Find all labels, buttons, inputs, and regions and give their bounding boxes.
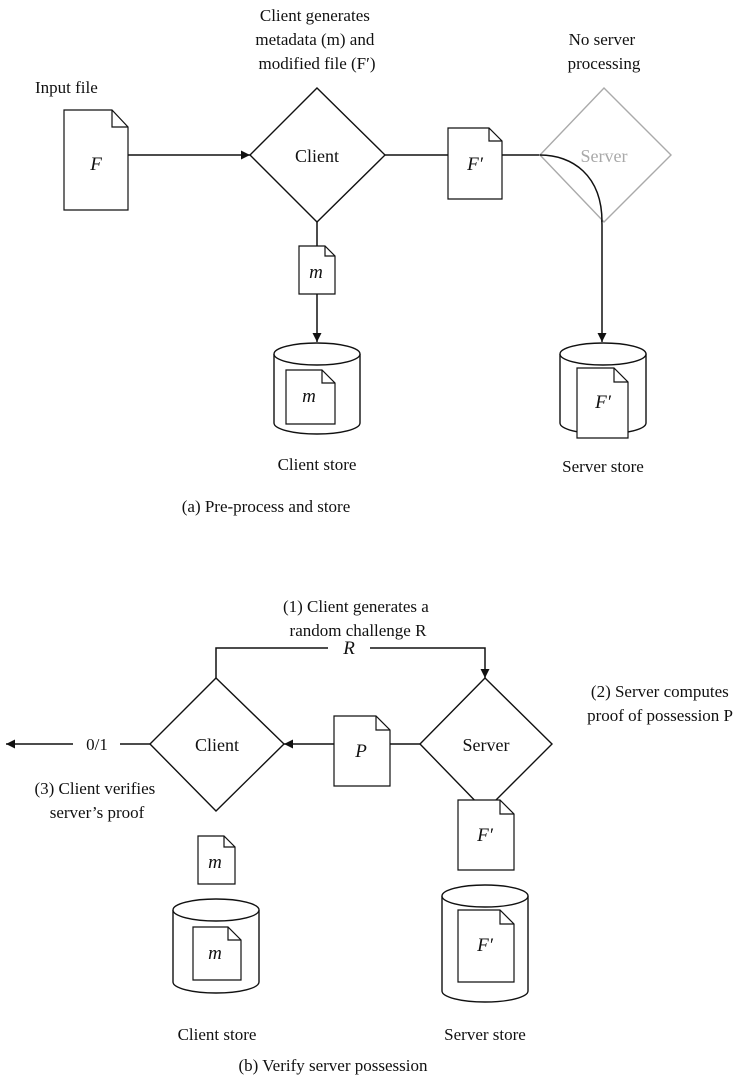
part-b-connectors [6, 647, 490, 749]
step1-note: (1) Client generates a random challenge … [283, 597, 433, 640]
server-node-b-label: Server [463, 735, 510, 755]
step3-note: (3) Client verifies server’s proof [34, 779, 159, 822]
no-server-processing-note: No server processing [568, 30, 641, 73]
client-store-a-cylinder-icon: m [273, 342, 361, 435]
proof-file-icon: P [333, 715, 391, 787]
caption-b: (b) Verify server possession [238, 1056, 428, 1075]
proof-symbol: P [354, 741, 367, 762]
client-store-b-label: Client store [178, 1025, 257, 1044]
client-store-b-content: m [208, 943, 222, 964]
client-store-b-cylinder-icon: m [172, 898, 260, 994]
part-a-connectors [128, 150, 607, 342]
server-node-a: Server [539, 86, 672, 224]
step2-note: (2) Server computes proof of possession … [587, 682, 733, 725]
server-file-b-icon: F′ [457, 799, 515, 871]
part-b: (1) Client generates a random challenge … [6, 597, 733, 1075]
client-store-a-label: Client store [278, 455, 357, 474]
modified-file-icon: F′ [447, 127, 503, 200]
client-node-a: Client [249, 87, 386, 223]
server-store-b-label: Server store [444, 1025, 526, 1044]
client-node-b: Client [149, 677, 286, 812]
metadata-b-file-icon: m [197, 835, 236, 885]
client-node-b-label: Client [195, 735, 239, 755]
metadata-b-symbol: m [208, 852, 222, 873]
metadata-file-icon: m [298, 245, 336, 295]
metadata-symbol: m [309, 262, 323, 283]
server-store-b-cylinder-icon: F′ [441, 884, 529, 1003]
server-store-b-content: F′ [476, 935, 494, 956]
result-label: 0/1 [86, 735, 108, 754]
client-generates-note: Client generates metadata (m) and modifi… [255, 6, 378, 73]
server-store-a-content: F′ [594, 392, 612, 413]
caption-a: (a) Pre-process and store [182, 497, 351, 516]
server-file-b-symbol: F′ [476, 825, 494, 846]
server-store-a-label: Server store [562, 457, 644, 476]
server-node-a-label: Server [581, 146, 628, 166]
arrow-challenge-to-server [370, 647, 490, 678]
part-a: Client generates metadata (m) and modifi… [35, 6, 672, 516]
input-file-symbol: F [89, 154, 102, 175]
server-store-a-cylinder-icon: F′ [559, 342, 647, 439]
client-store-a-content: m [302, 386, 316, 407]
client-node-a-label: Client [295, 146, 339, 166]
challenge-symbol: R [342, 638, 355, 659]
server-node-b: Server [419, 677, 553, 812]
line-client-up [215, 647, 328, 678]
input-file-icon: F [63, 109, 129, 211]
input-file-label: Input file [35, 78, 98, 97]
modified-file-symbol: F′ [466, 154, 484, 175]
